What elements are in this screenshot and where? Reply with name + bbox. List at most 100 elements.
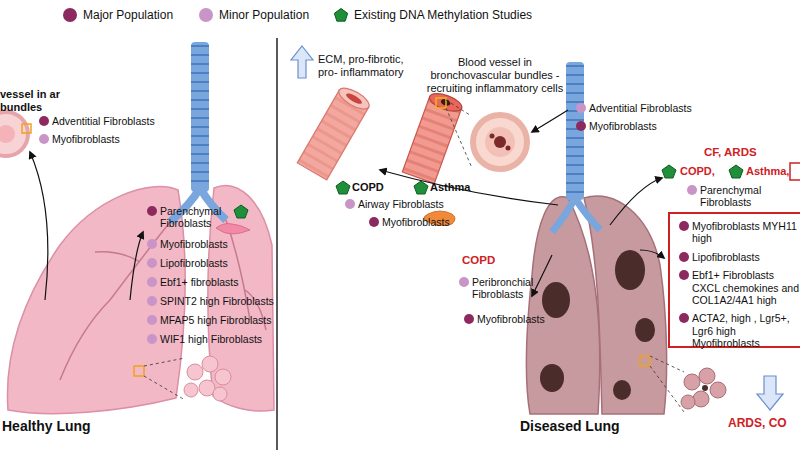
damaged-alveoli bbox=[693, 391, 709, 407]
population-label: Ebf1+ Fibroblasts CXCL chemokines and CO… bbox=[692, 269, 800, 306]
text-label: CF, ARDS bbox=[704, 146, 757, 160]
fibroblast-cell bbox=[216, 224, 250, 235]
legend-item: Major Population bbox=[62, 7, 173, 23]
legend-label: Existing DNA Methylation Studies bbox=[354, 8, 532, 22]
blood-vessel bbox=[485, 127, 515, 157]
panel-divider bbox=[276, 38, 278, 450]
population-label: MFAP5 high Fibroblasts bbox=[160, 314, 271, 326]
increase-arrow bbox=[291, 46, 313, 78]
text-label: ARDS, CO bbox=[728, 416, 787, 430]
text-label: Blood vessel in bronchovascular bundles … bbox=[420, 56, 570, 95]
damaged-alveoli bbox=[681, 368, 726, 409]
damaged-alveoli bbox=[699, 368, 715, 384]
leader-arrow bbox=[532, 255, 552, 296]
trachea-rings bbox=[191, 45, 209, 188]
copd-airway bbox=[336, 84, 372, 113]
zoom-line bbox=[144, 358, 185, 400]
methylation-pentagon bbox=[414, 181, 428, 194]
text-label: Diseased Lung bbox=[520, 418, 620, 435]
population-label: WIF1 high Fibroblasts bbox=[160, 333, 262, 345]
legend-label: Major Population bbox=[83, 8, 173, 22]
population-label: Myofibroblasts bbox=[382, 216, 450, 228]
inflammatory-cells bbox=[506, 146, 511, 151]
population-label: ACTA2, high , Lgr5+, Lgr6 high Myofibrob… bbox=[692, 312, 800, 349]
text-label: COPD bbox=[352, 181, 384, 194]
alveoli bbox=[213, 387, 227, 401]
lesion bbox=[542, 282, 570, 318]
population-label: Myofibroblasts bbox=[160, 238, 228, 250]
text-label: Asthma bbox=[430, 181, 470, 194]
asthma-airway bbox=[402, 90, 464, 183]
leader-arrow bbox=[532, 110, 568, 132]
zoom-square bbox=[134, 366, 144, 376]
alveoli bbox=[184, 383, 198, 397]
blood-vessel bbox=[473, 115, 527, 169]
lesion bbox=[702, 385, 708, 391]
methylation-pentagon bbox=[336, 181, 350, 194]
blood-vessel bbox=[0, 125, 15, 143]
population-label: Myofibroblasts bbox=[589, 120, 657, 132]
trachea bbox=[566, 62, 584, 200]
legend-swatch bbox=[199, 8, 213, 22]
population-label: Myofibroblasts bbox=[52, 133, 120, 145]
copd-airway bbox=[297, 84, 372, 180]
population-label: Myofibroblasts MYH11 high bbox=[692, 220, 800, 245]
population-label: Parenchymal Fibroblasts bbox=[700, 184, 790, 209]
methylation-pentagon bbox=[662, 165, 676, 178]
leader-arrow bbox=[130, 232, 143, 300]
inflammatory-cells bbox=[494, 136, 506, 148]
population-label: Adventitial Fibroblasts bbox=[589, 102, 692, 114]
cropped-box bbox=[790, 163, 800, 180]
leader-arrow bbox=[640, 250, 664, 258]
text-label: Healthy Lung bbox=[2, 418, 91, 435]
text-label: ECM, pro-fibrotic, pro- inflammatory bbox=[318, 53, 418, 79]
population-label: Lipofibroblasts bbox=[692, 251, 800, 263]
lung-lobe bbox=[7, 187, 185, 414]
inflammatory-cells bbox=[490, 134, 495, 139]
lesion bbox=[540, 364, 564, 392]
legend-item: Minor Population bbox=[198, 7, 309, 23]
alveoli bbox=[184, 356, 231, 401]
alveoli bbox=[202, 356, 218, 372]
zoom-line bbox=[650, 356, 684, 412]
legend-swatch bbox=[198, 7, 214, 23]
healthy-lung-illustration bbox=[0, 42, 274, 414]
text-label: COPD bbox=[462, 254, 495, 268]
damaged-alveoli bbox=[681, 395, 695, 409]
copd-airway bbox=[345, 92, 364, 106]
population-label: Lipofibroblasts bbox=[160, 257, 228, 269]
legend-item: Existing DNA Methylation Studies bbox=[333, 7, 532, 23]
text-label: Asthma, bbox=[746, 165, 789, 178]
methylation-pentagon bbox=[729, 165, 743, 178]
lesion bbox=[613, 380, 631, 400]
diseased-lung-illustration bbox=[291, 46, 800, 414]
alveoli bbox=[215, 369, 231, 385]
population-label: Ebf1+ fibroblasts bbox=[160, 276, 239, 288]
legend-swatch bbox=[333, 7, 349, 23]
population-label: Adventitial Fibroblasts bbox=[52, 115, 155, 127]
lesion bbox=[540, 250, 655, 400]
blood-vessel bbox=[0, 112, 28, 156]
damaged-alveoli bbox=[710, 382, 726, 398]
methylation-pentagon bbox=[234, 205, 248, 218]
trachea bbox=[191, 42, 209, 192]
population-label: Myofibroblasts bbox=[477, 313, 545, 325]
legend-swatch bbox=[62, 7, 78, 23]
copd-airway bbox=[313, 100, 353, 169]
text-label: vessel in ar bundles bbox=[0, 88, 66, 114]
population-label: Airway Fibroblasts bbox=[358, 198, 444, 210]
zoom-square bbox=[436, 98, 446, 108]
population-label: Peribronchial Fibroblasts bbox=[472, 276, 538, 301]
zoom-square bbox=[640, 356, 650, 366]
zoom-square bbox=[22, 124, 31, 133]
asthma-airway bbox=[419, 104, 445, 175]
lung-lobe bbox=[526, 197, 599, 414]
lesion bbox=[615, 250, 645, 290]
lesion bbox=[635, 318, 655, 342]
population-label: Parenchymal Fibroblasts bbox=[160, 205, 232, 230]
leader-arrow bbox=[610, 178, 662, 225]
population-label: SPINT2 high Fibroblasts bbox=[160, 295, 274, 307]
damaged-alveoli bbox=[684, 374, 700, 390]
